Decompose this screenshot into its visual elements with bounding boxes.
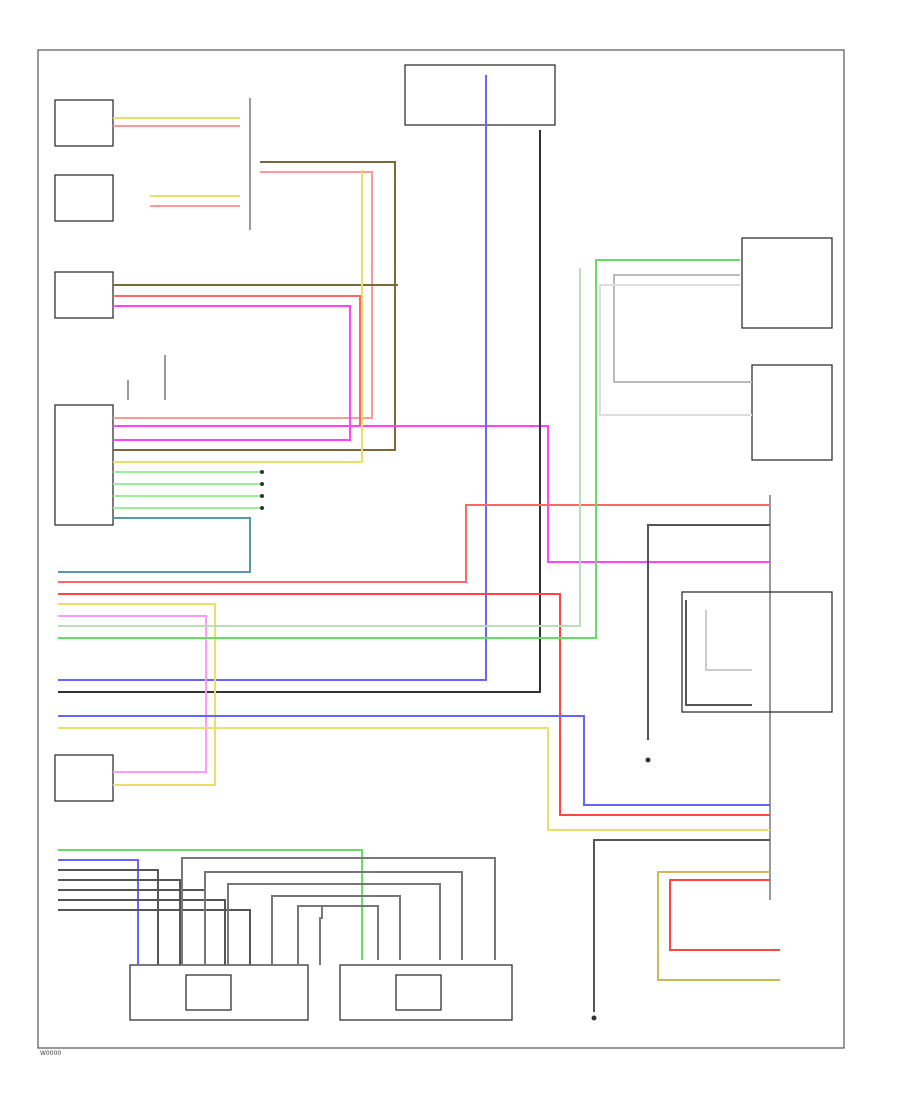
ground-symbols — [260, 470, 651, 1021]
wire-gray-right-3 — [705, 610, 752, 671]
wire-gray-bottom-6 — [319, 906, 323, 965]
wire-black-top — [58, 130, 541, 693]
wire-black-right-1 — [647, 524, 770, 740]
wire-black-right-3 — [593, 839, 770, 1012]
wire-green-bottom — [58, 849, 363, 960]
wire-green-bus — [58, 259, 740, 639]
bottom-left-inner-box — [185, 974, 232, 1011]
pressure-sensor-box — [54, 271, 114, 319]
wire-lightgreen-bus — [58, 268, 581, 627]
wire-violet-ecm — [113, 425, 770, 563]
wire-gray-bottom-4 — [271, 895, 401, 965]
wire-red-ps — [113, 295, 361, 426]
ground-dot-1 — [645, 757, 651, 763]
wire-black-bottom-5 — [58, 909, 251, 965]
wires — [58, 75, 780, 1012]
right-module-2-box — [751, 364, 833, 461]
diagram-border — [37, 49, 845, 1049]
passenger-switch-box — [681, 591, 833, 713]
wire-yellow-bus-2 — [58, 727, 770, 831]
splice-dot-2 — [260, 482, 264, 486]
wire-brown-main — [113, 161, 396, 451]
splice-dot-1 — [260, 470, 264, 474]
splice-dot-4 — [260, 506, 264, 510]
wire-gray-bottom-3 — [227, 883, 441, 965]
wire-gray-bottom-1 — [181, 857, 496, 965]
components — [54, 64, 833, 1021]
bottom-left-actuator-box — [129, 964, 309, 1021]
wire-bluegreen-ecm — [58, 517, 251, 573]
wire-blue-bus — [58, 715, 770, 806]
footer-code: W0000 — [40, 1050, 61, 1057]
wire-gray-right-2 — [599, 284, 752, 416]
ground-dot-2 — [591, 1015, 597, 1021]
wire-black-bottom-4 — [58, 899, 226, 965]
wire-red-bus-1 — [58, 504, 770, 583]
wire-pink-main — [113, 171, 373, 419]
wire-pink-bus — [58, 615, 207, 773]
wire-black-right-2 — [685, 600, 752, 706]
left-temp-sensor-box — [54, 99, 114, 147]
wire-gray-right-1 — [613, 274, 752, 383]
wire-gray-bottom-2 — [204, 871, 463, 965]
bottom-right-inner-box — [395, 974, 442, 1011]
ambient-sensor-box — [54, 754, 114, 802]
wire-gray-bottom-5 — [297, 905, 379, 965]
wire-yellow-ecm — [113, 170, 363, 463]
splice-dot-3 — [260, 494, 264, 498]
top-module-box — [404, 64, 556, 126]
wire-blue-bottom — [58, 859, 139, 965]
wire-black-bottom-1 — [58, 869, 159, 965]
wire-blue-top — [58, 75, 487, 681]
wire-red-right — [669, 879, 780, 951]
wire-violet-ps — [113, 305, 351, 441]
engine-control-module-box — [54, 404, 114, 526]
right-module-1-box — [741, 237, 833, 329]
wire-yellow-bus — [58, 603, 216, 786]
wire-red-bus-2 — [58, 593, 770, 816]
wire-black-bottom-2 — [58, 879, 181, 965]
wire-yellow-right — [657, 871, 780, 981]
right-temp-sensor-box — [54, 174, 114, 222]
